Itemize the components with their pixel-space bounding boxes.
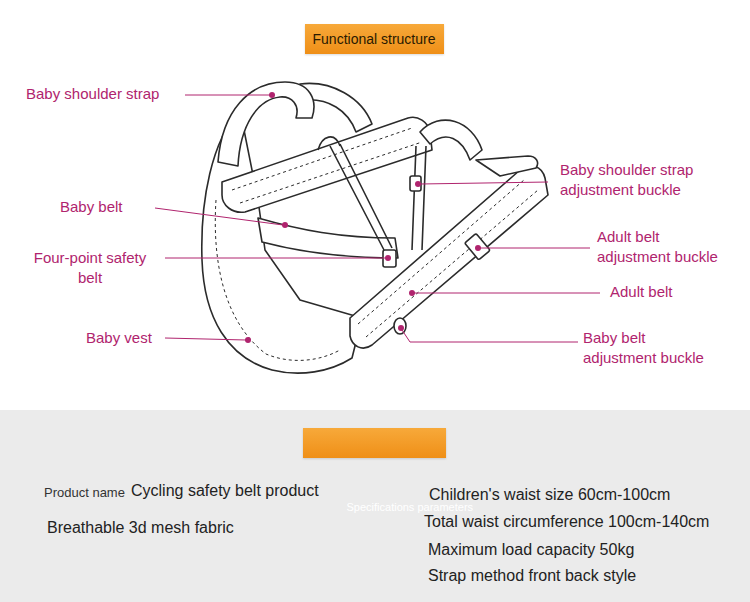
leader-dot (385, 255, 391, 261)
baby-belt-buckle (394, 318, 406, 334)
leader-dot (415, 181, 421, 187)
leader-line (165, 258, 386, 259)
leader-dot (269, 92, 275, 98)
padded-strap (222, 117, 432, 212)
part-label: Baby shoulder strap (26, 84, 196, 104)
leader-line (414, 293, 600, 294)
padded-strap-stitch (232, 128, 422, 203)
spec-value: Total waist circumference 100cm-140cm (424, 512, 709, 532)
part-label: Baby shoulder strap adjustment buckle (560, 160, 710, 200)
section-heading: Functional structure (305, 24, 444, 54)
spec-value: Breathable 3d mesh fabric (47, 518, 234, 538)
adult-belt (350, 166, 548, 348)
part-label: Baby belt adjustment buckle (583, 328, 723, 368)
leader-line (480, 248, 590, 249)
leader-dot (282, 222, 288, 228)
leader-line (420, 182, 548, 184)
shoulder-adjust-buckle (410, 176, 421, 191)
part-label: Baby vest (86, 328, 186, 348)
spec-panel: Specifications parametersProduct name Cyc… (0, 410, 750, 602)
leader-dots (245, 92, 481, 343)
part-label: Adult belt adjustment buckle (597, 227, 737, 267)
right-loop (420, 120, 482, 160)
leader-dot (409, 290, 415, 296)
leader-line (165, 338, 246, 340)
belt-end (476, 156, 538, 176)
leader-line (155, 208, 283, 225)
adult-adjust-buckle (465, 233, 491, 259)
spec-value: Maximum load capacity 50kg (428, 540, 634, 560)
shoulder-loop (318, 137, 340, 150)
spec-value: Children's waist size 60cm-100cm (429, 485, 670, 505)
spec-key: Product name (44, 483, 125, 503)
spec-value: Strap method front back style (428, 566, 636, 586)
section-heading: Specifications parameters (303, 428, 446, 458)
part-label: Four-point safety belt (20, 248, 160, 288)
leader-dot (245, 337, 251, 343)
leader-line (402, 330, 578, 342)
part-label: Baby belt (60, 197, 160, 217)
inner-strap (330, 144, 426, 250)
leader-lines (155, 95, 600, 342)
spec-value: Cycling safety belt product (131, 481, 319, 501)
carrier-drawing (202, 82, 548, 373)
part-label: Adult belt (610, 282, 730, 302)
leader-dot (475, 245, 481, 251)
leader-dot (398, 325, 404, 331)
heading-text: Functional structure (313, 31, 436, 48)
leader-line (185, 95, 270, 96)
